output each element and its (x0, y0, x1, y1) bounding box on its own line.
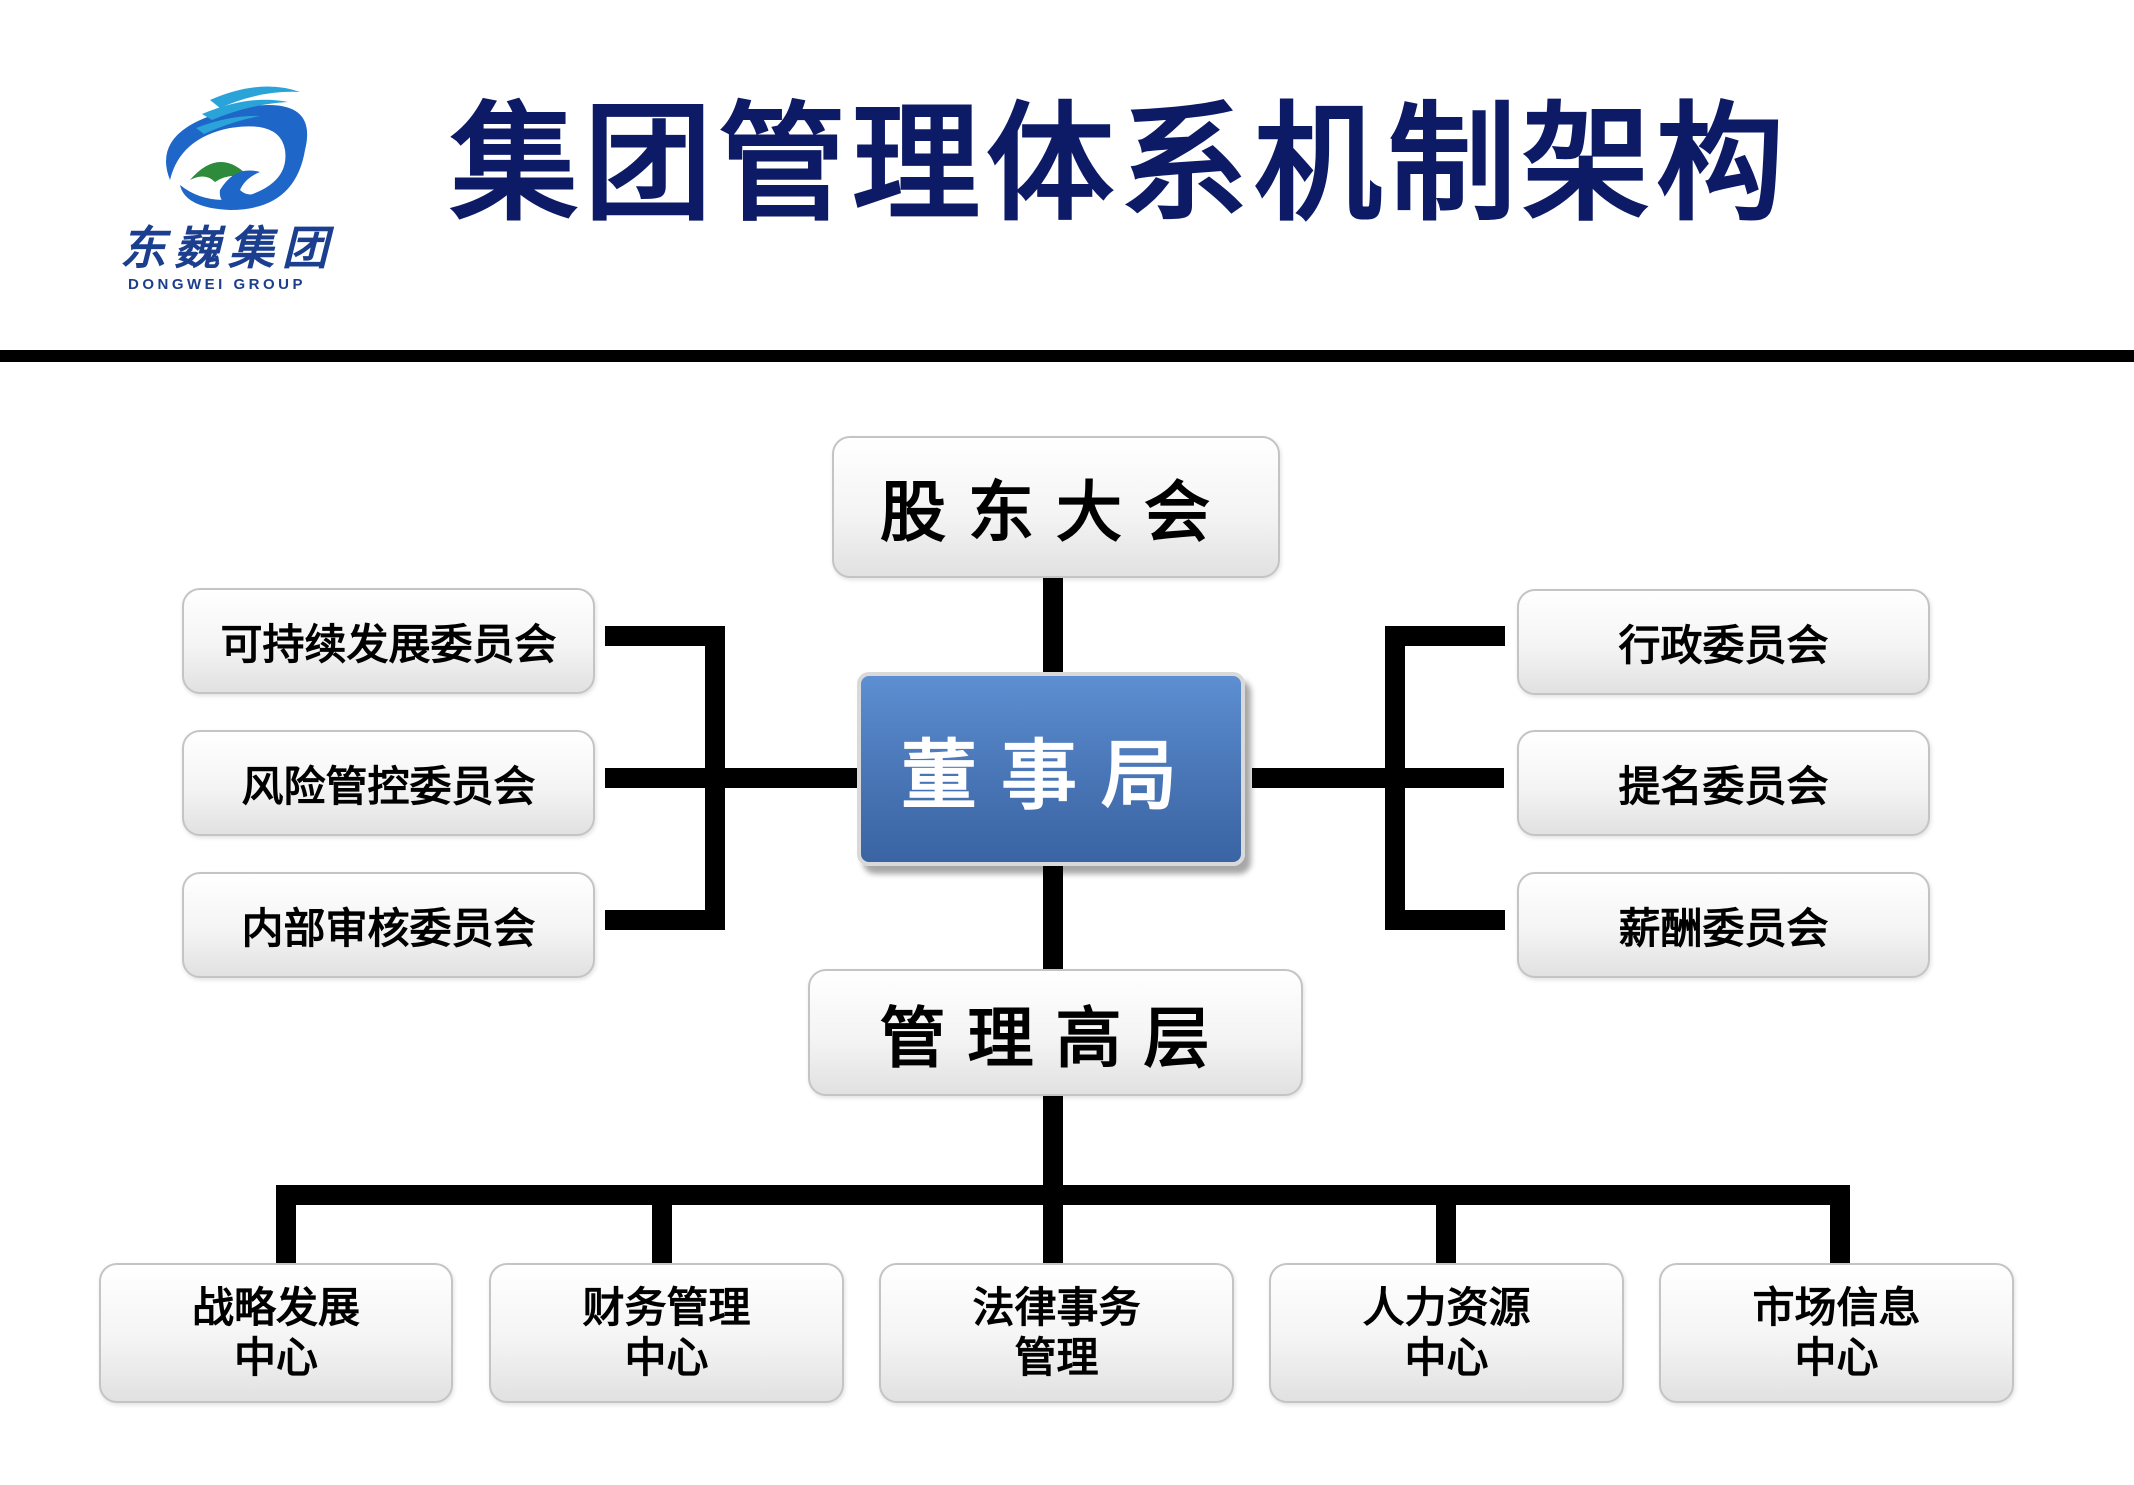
connector-line (605, 910, 725, 930)
committee-nomination-box: 提名委员会 (1517, 730, 1930, 836)
center-hr-box: 人力资源 中心 (1269, 1263, 1624, 1403)
center-strategy-box: 战略发展 中心 (99, 1263, 453, 1403)
committee-administration-box: 行政委员会 (1517, 589, 1930, 695)
center-line: 市场信息 (1752, 1283, 1921, 1332)
connector-line (1043, 866, 1063, 972)
center-line: 中心 (1404, 1333, 1489, 1382)
logo-mountain-icon (190, 161, 250, 182)
center-line: 人力资源 (1362, 1283, 1531, 1332)
connector-line (276, 1185, 1850, 1205)
center-finance-box: 财务管理 中心 (489, 1263, 844, 1403)
center-line: 战略发展 (191, 1283, 360, 1332)
connector-line (652, 1185, 672, 1265)
committee-sustainability-box: 可持续发展委员会 (182, 588, 595, 694)
connector-line (1385, 910, 1505, 930)
connector-line (1830, 1185, 1850, 1265)
connector-line (1043, 1185, 1063, 1265)
company-logo (166, 86, 308, 210)
logo-name-en: DONGWEI GROUP (128, 276, 307, 293)
center-line: 管理 (1014, 1333, 1099, 1382)
center-line: 中心 (233, 1333, 318, 1382)
center-line: 中心 (1794, 1333, 1879, 1382)
connector-line (1043, 1095, 1063, 1185)
connector-line (1252, 768, 1504, 788)
connector-line (1043, 577, 1063, 672)
senior-management-box: 管理高层 (808, 969, 1303, 1096)
committee-compensation-box: 薪酬委员会 (1517, 872, 1930, 978)
center-line: 中心 (624, 1333, 709, 1382)
shareholders-meeting-box: 股东大会 (832, 436, 1280, 578)
connector-line (705, 626, 725, 930)
connector-line (1385, 626, 1505, 646)
logo-name-cn: 东巍集团 (120, 221, 336, 275)
center-legal-box: 法律事务 管理 (879, 1263, 1234, 1403)
connector-line (276, 1185, 296, 1265)
committee-internal-audit-box: 内部审核委员会 (182, 872, 595, 978)
board-box: 董事局 (857, 672, 1245, 866)
connector-line (605, 626, 725, 646)
center-line: 法律事务 (972, 1283, 1141, 1332)
center-market-info-box: 市场信息 中心 (1659, 1263, 2014, 1403)
page-title: 集团管理体系机制架构 (450, 90, 1791, 239)
committee-risk-control-box: 风险管控委员会 (182, 730, 595, 836)
connector-line (605, 768, 857, 788)
connector-line (1385, 626, 1405, 930)
header-divider (0, 350, 2134, 362)
connector-line (1436, 1185, 1456, 1265)
center-line: 财务管理 (582, 1283, 751, 1332)
